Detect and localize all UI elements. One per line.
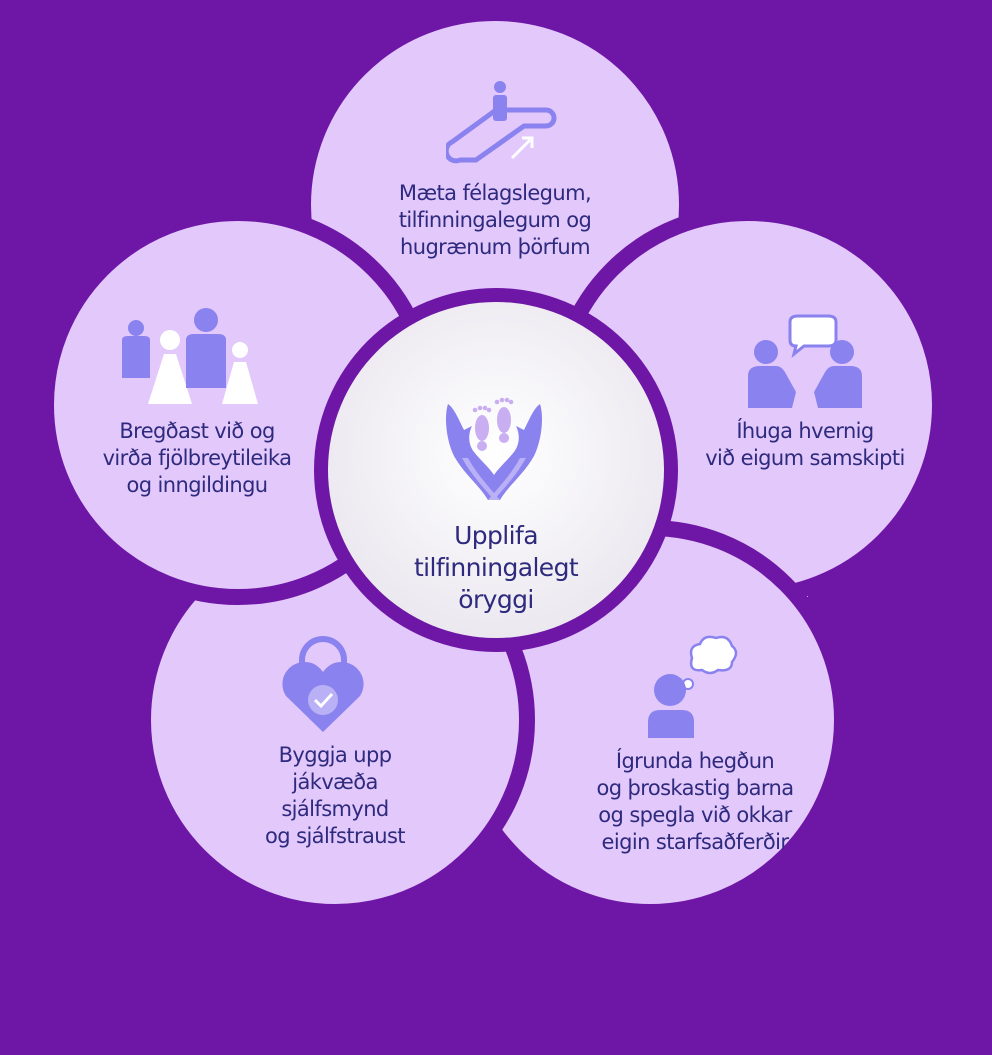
label-line: Mæta félagslegum, (398, 181, 592, 205)
label-line: virða fjölbreytileika (102, 446, 292, 470)
label-line: Bregðast við og (119, 419, 275, 443)
label-line: við eigum samskipti (705, 446, 905, 470)
conversation-icon (748, 314, 862, 408)
center-label-line: tilfinningalegt (413, 553, 579, 582)
label-line: og þroskastig barna (596, 776, 794, 800)
hands-feet-icon (446, 397, 542, 500)
petal-left-label: Bregðast við og virða fjölbreytileika og… (72, 418, 322, 499)
center-label-line: öryggi (458, 585, 534, 614)
label-line: og inngildingu (126, 473, 268, 497)
label-line: Ígrunda hegðun (615, 749, 775, 773)
label-line: Íhuga hvernig (736, 419, 874, 443)
heart-lock-icon (282, 636, 364, 732)
label-line: sjálfsmynd (281, 797, 389, 821)
label-line: og sjálfstraust (265, 824, 405, 848)
label-line: jákvæða (292, 770, 378, 794)
petal-bottom-right-label: Ígrunda hegðun og þroskastig barna og sp… (560, 748, 830, 856)
petal-right-label: Íhuga hvernig við eigum samskipti (690, 418, 920, 472)
label-line: hugrænum þörfum (400, 235, 591, 259)
center-label: Upplifa tilfinningalegt öryggi (376, 520, 616, 616)
thinking-person-icon (648, 635, 738, 738)
label-line: tilfinningalegum og (398, 208, 592, 232)
people-group-icon (122, 308, 258, 404)
center-circle (328, 302, 664, 638)
label-line: og spegla við okkar (598, 803, 792, 827)
petal-bottom-left-label: Byggja upp jákvæða sjálfsmynd og sjálfst… (220, 742, 450, 850)
escalator-icon (446, 81, 557, 164)
center-label-line: Upplifa (454, 521, 538, 550)
label-line: eigin starfsaðferðir (601, 830, 790, 854)
label-line: Byggja upp (278, 743, 392, 767)
petal-top-label: Mæta félagslegum, tilfinningalegum og hu… (375, 180, 615, 261)
